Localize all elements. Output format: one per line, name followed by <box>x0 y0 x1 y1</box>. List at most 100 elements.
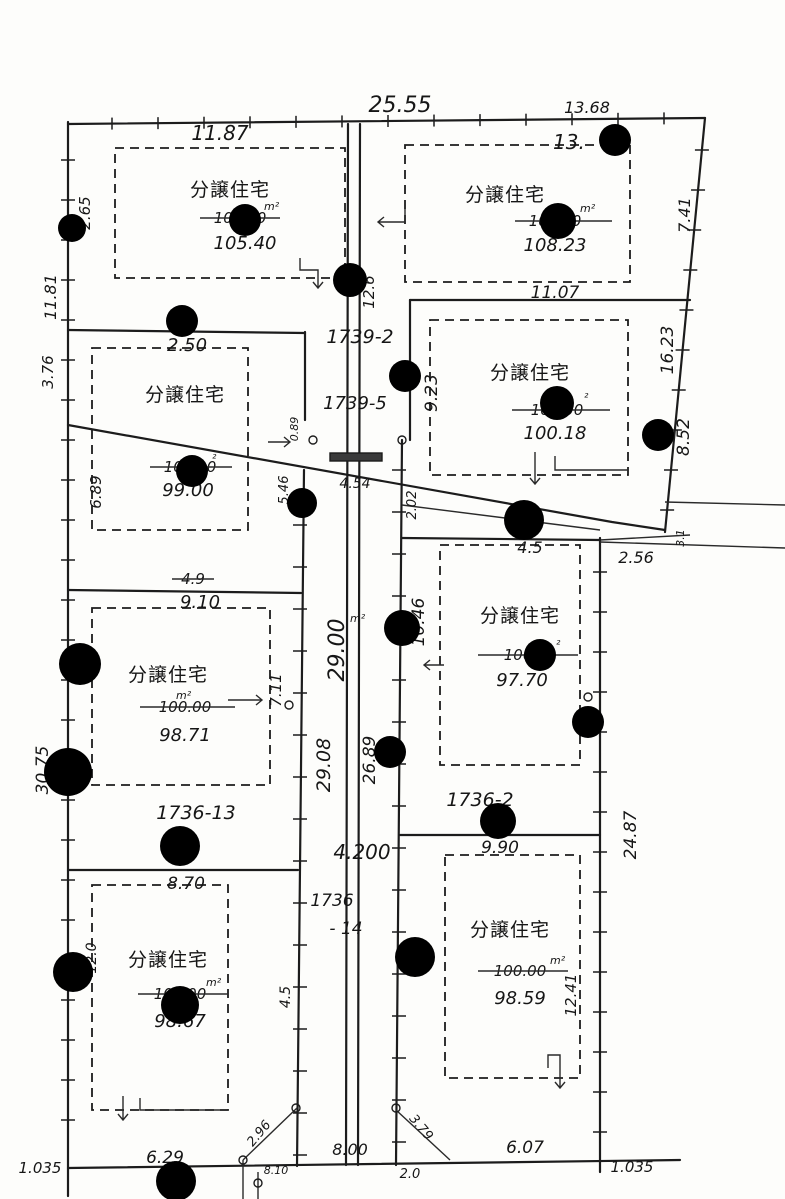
survey-marker <box>238 1155 248 1165</box>
parcel-number: 1736-13 <box>156 802 235 824</box>
dimension-label: 4.54 <box>339 476 370 492</box>
lot-area: 99.00 <box>162 480 214 501</box>
redaction-dot <box>572 706 604 738</box>
lot-label: 分譲住宅 <box>465 184 545 206</box>
building-footprint-tr <box>404 144 631 283</box>
dimension-label: 9.23 <box>422 374 442 412</box>
survey-marker <box>397 435 407 445</box>
survey-marker <box>284 700 294 710</box>
east-lots-road-edge <box>394 298 412 1167</box>
leader-1185 <box>242 1160 259 1199</box>
dimension-label: 29.08 <box>313 738 335 792</box>
redaction-dot <box>642 419 674 451</box>
redaction-dot <box>389 360 421 392</box>
dimension-label: 13.68 <box>564 98 610 117</box>
area-unit: m² <box>176 689 192 702</box>
redaction-dot <box>229 204 261 236</box>
redaction-dot <box>160 826 200 866</box>
lot-area: 98.59 <box>494 988 546 1009</box>
survey-marker <box>391 1103 401 1113</box>
dimension-label: 0.89 <box>288 417 301 442</box>
area-unit: m² <box>206 976 222 989</box>
parcel-number: 1739-2 <box>326 326 393 348</box>
survey-marker <box>308 435 318 445</box>
redaction-dot <box>156 1161 196 1199</box>
survey-marker <box>291 1103 301 1113</box>
area-unit: ² <box>584 391 589 404</box>
arrow-right-icon <box>268 436 292 448</box>
redaction-dot <box>374 736 406 768</box>
dimension-label: 29.00 <box>325 619 350 682</box>
lot-area: 100.18 <box>524 423 587 444</box>
corner-cut-sw <box>242 1107 298 1161</box>
east-extension-line <box>599 501 785 549</box>
diagonal-boundary <box>66 423 667 532</box>
redaction-dot <box>395 937 435 977</box>
dimension-label: 1.035 <box>19 1159 62 1177</box>
corner-cut-se <box>395 1109 451 1161</box>
lot-area: 105.40 <box>214 233 277 254</box>
dimension-label: 3.76 <box>39 355 57 388</box>
building-footprint-r3 <box>444 854 581 1079</box>
dimension-label: 2.56 <box>618 548 654 567</box>
tick-marks <box>61 112 709 1156</box>
redaction-dot <box>161 986 199 1024</box>
dimension-label: 8.10 <box>264 1164 289 1177</box>
dimension-label: 4.200 <box>333 840 390 864</box>
dimension-label: 3.79 <box>406 1112 436 1144</box>
dimension-label: 2.0 <box>400 1167 421 1182</box>
lot-label: 分譲住宅 <box>128 949 208 971</box>
dimension-label: 2.50 <box>167 335 207 356</box>
lot-line-l2-bottom <box>66 588 303 595</box>
arrow-right-icon <box>228 694 264 706</box>
top-boundary <box>66 116 707 126</box>
lot-area: 98.71 <box>159 725 211 746</box>
dimension-label: 13. <box>553 130 585 154</box>
area-unit: ² <box>212 452 217 465</box>
lot-label: 分譲住宅 <box>145 384 225 406</box>
building-footprint-l2 <box>91 347 249 531</box>
dimension-label: 6.07 <box>506 1138 544 1158</box>
dimension-label: 6.89 <box>87 475 105 508</box>
arrow-left-icon <box>376 200 406 228</box>
redaction-dot <box>384 610 420 646</box>
redaction-dot <box>166 305 198 337</box>
parcel-number: - 14 <box>329 919 362 939</box>
lot-line-r1-bottom <box>400 536 602 542</box>
arrow-down-icon <box>299 258 324 290</box>
dimension-label: 8.70 <box>167 874 205 894</box>
dimension-label: 16.23 <box>658 326 678 375</box>
hatched-bar <box>329 452 383 462</box>
area-unit: m² <box>580 202 596 215</box>
parcel-number: 1739-5 <box>323 393 387 414</box>
dimension-label: 12.41 <box>562 974 580 1017</box>
diagonal-offset-line <box>401 504 601 531</box>
redaction-dot <box>540 203 576 239</box>
dimension-label: 7.41 <box>675 197 694 233</box>
building-footprint-l3 <box>91 607 271 786</box>
building-footprint-r1 <box>429 319 629 476</box>
redaction-dot <box>58 214 86 242</box>
redaction-dot <box>333 263 367 297</box>
dimension-label: 8.00 <box>332 1140 368 1159</box>
dimension-label: 4.5 <box>278 986 294 1008</box>
dimension-label: 11.87 <box>191 121 249 145</box>
area-unit: m² <box>264 200 280 213</box>
area-unit: m² <box>550 954 566 967</box>
dimension-label: 3.1 <box>674 529 687 547</box>
redaction-dot <box>524 639 556 671</box>
dimension-label: 9.10 <box>180 592 220 613</box>
dimension-label: 9.90 <box>481 838 519 858</box>
dimension-label: 7.11 <box>267 673 285 706</box>
lot-label: 分譲住宅 <box>480 605 560 627</box>
arrow-down-icon <box>117 1096 228 1122</box>
access-arrows <box>117 200 628 1122</box>
dimension-label: 11.81 <box>41 274 60 320</box>
arrow-down-icon <box>529 452 628 486</box>
dimension-labels: 25.55 13.68 13. 11.87 2.65 11.81 12.6 7.… <box>19 93 694 1182</box>
lot-area: 97.70 <box>496 670 548 691</box>
dimension-label: 25.55 <box>369 93 432 118</box>
right-upper-boundary <box>663 116 707 534</box>
road-line-east <box>356 122 362 1167</box>
